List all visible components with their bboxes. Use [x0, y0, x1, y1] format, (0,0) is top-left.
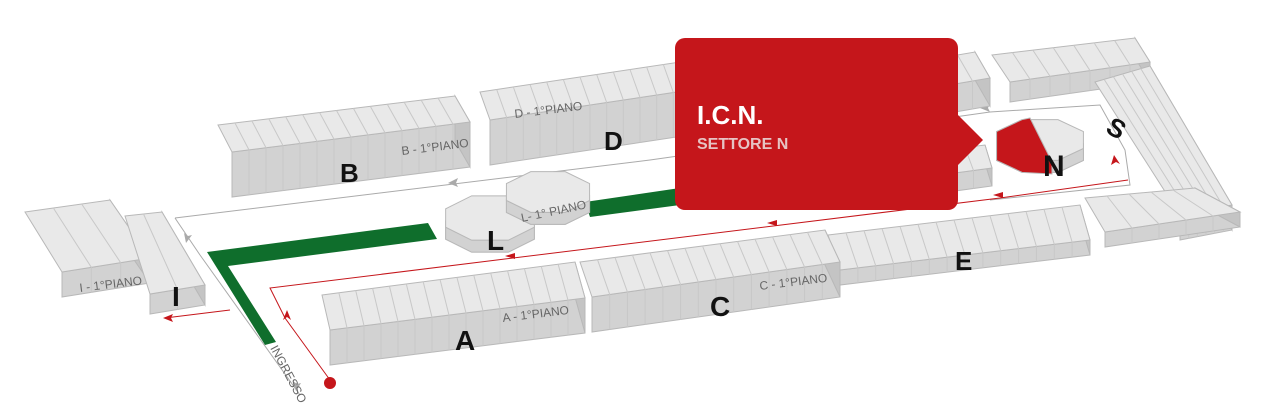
- hall-s-bottom-rib: [1150, 191, 1187, 235]
- hall-e-rib: [863, 230, 877, 281]
- hall-c-label[interactable]: C: [710, 291, 730, 322]
- hall-n-highlight: [996, 117, 1053, 175]
- hall-s-bottom-top: [1084, 187, 1242, 233]
- hall-a-rib: [507, 270, 518, 342]
- hall-c-rib: [667, 250, 682, 320]
- hall-b-rib: [352, 108, 369, 180]
- hall-b-rib: [420, 99, 437, 172]
- hall-b-rib: [403, 101, 420, 174]
- popup-pointer: [955, 112, 983, 168]
- accessible-path: [207, 188, 680, 345]
- hall-e-rib: [989, 215, 1002, 266]
- hall-d-rib: [512, 86, 524, 160]
- hall-a-rib: [456, 277, 467, 348]
- hall-d-rib: [662, 64, 674, 138]
- hall-a-rib: [540, 266, 552, 338]
- hall-s-bottom-rib: [1128, 193, 1160, 239]
- hall-a-rib: [523, 268, 535, 340]
- hall-i-left-rib: [81, 203, 122, 288]
- hall-s-top-rib: [1073, 45, 1091, 91]
- hall-a-rib: [557, 264, 569, 336]
- hall-c-rib: [614, 257, 628, 327]
- hall-b-rib: [369, 106, 386, 178]
- hall-n-label[interactable]: N: [1043, 150, 1065, 183]
- hall-e-rib: [953, 219, 966, 270]
- hall-s-bottom-rib: [1106, 195, 1133, 243]
- hall-e-rib: [1061, 207, 1073, 258]
- popup-title: I.C.N.: [697, 100, 764, 130]
- hall-l-upper-top: [505, 171, 591, 213]
- hall-d-rib: [546, 81, 558, 155]
- hall-a-label[interactable]: A: [455, 325, 475, 356]
- hall-c-rib: [702, 245, 717, 315]
- hall-info-popup[interactable]: I.C.N. SETTORE N: [675, 38, 958, 210]
- hall-a-rib: [439, 279, 450, 351]
- hall-a-rib: [405, 283, 416, 355]
- hall-b-rib: [386, 104, 403, 176]
- hall-d-rib: [612, 71, 624, 145]
- hall-b-rib: [234, 122, 250, 195]
- hall-a-rib: [338, 292, 348, 363]
- hall-c-rib: [632, 254, 646, 325]
- hall-e-rib: [917, 224, 930, 275]
- hall-e-rib: [1007, 213, 1020, 264]
- hall-c-rib: [719, 243, 735, 312]
- hall-c-rib: [807, 232, 823, 300]
- hall-a-rib: [388, 286, 399, 357]
- hall-b-rib: [336, 110, 352, 182]
- route-lines: [163, 103, 1131, 396]
- hall-b-label[interactable]: B: [340, 158, 359, 188]
- hall-d-rib: [646, 66, 658, 140]
- hall-d-rib: [596, 74, 608, 148]
- hall-d-rib: [579, 76, 591, 150]
- hall-e-rib: [899, 226, 912, 277]
- hall-s-top-rib: [1052, 47, 1071, 94]
- hall-b-rib: [302, 114, 318, 187]
- hall-e-rib: [845, 232, 859, 283]
- hall-s-top-rib: [1032, 49, 1051, 97]
- hall-a-rib: [355, 290, 365, 361]
- popup-subtitle: SETTORE N: [697, 136, 789, 153]
- buildings: [24, 36, 1242, 366]
- hall-i-right-rib: [143, 213, 178, 310]
- hall-i-left-rib: [52, 207, 92, 293]
- hall-a-rib: [372, 288, 382, 359]
- hall-c-rib: [789, 234, 806, 302]
- hall-c-rib: [737, 241, 752, 310]
- entrance-label: INGRESSO: [267, 343, 309, 406]
- hall-s-top-top: [991, 37, 1151, 83]
- entrance-marker: [324, 377, 336, 389]
- hall-c-rib: [772, 236, 788, 305]
- hall-s-top-rib: [1012, 52, 1031, 100]
- hall-d-rib: [629, 69, 641, 143]
- hall-e-rib: [935, 221, 948, 273]
- hall-a-rib: [473, 275, 484, 346]
- hall-c-rib: [649, 252, 664, 322]
- hall-b-rib: [319, 112, 335, 185]
- hall-m-back-rib: [957, 54, 973, 109]
- hall-a-rib: [422, 281, 433, 353]
- hall-d-label[interactable]: D: [604, 126, 623, 156]
- hall-i-label[interactable]: I: [172, 281, 180, 312]
- hall-b-rib: [268, 118, 284, 191]
- hall-a-rib: [490, 272, 501, 344]
- hall-d-rib: [562, 79, 574, 153]
- hall-e-rib: [881, 228, 895, 279]
- hall-e-rib: [1043, 209, 1055, 260]
- hall-c-rib: [684, 248, 699, 317]
- hall-b-rib: [251, 120, 267, 193]
- hall-c-rib: [597, 259, 611, 330]
- hall-s-bottom-rib: [1172, 189, 1214, 231]
- hall-e-rib: [1025, 211, 1037, 262]
- hall-i-right-top: [124, 211, 206, 295]
- hall-b-rib: [437, 97, 454, 170]
- hall-l-label[interactable]: L: [487, 225, 504, 256]
- hall-e-label[interactable]: E: [955, 246, 972, 276]
- hall-b-rib: [285, 116, 301, 189]
- hall-d-rib: [529, 84, 541, 158]
- hall-c-rib: [754, 238, 770, 307]
- hall-e-rib: [971, 217, 984, 268]
- hall-d-rib: [496, 89, 508, 163]
